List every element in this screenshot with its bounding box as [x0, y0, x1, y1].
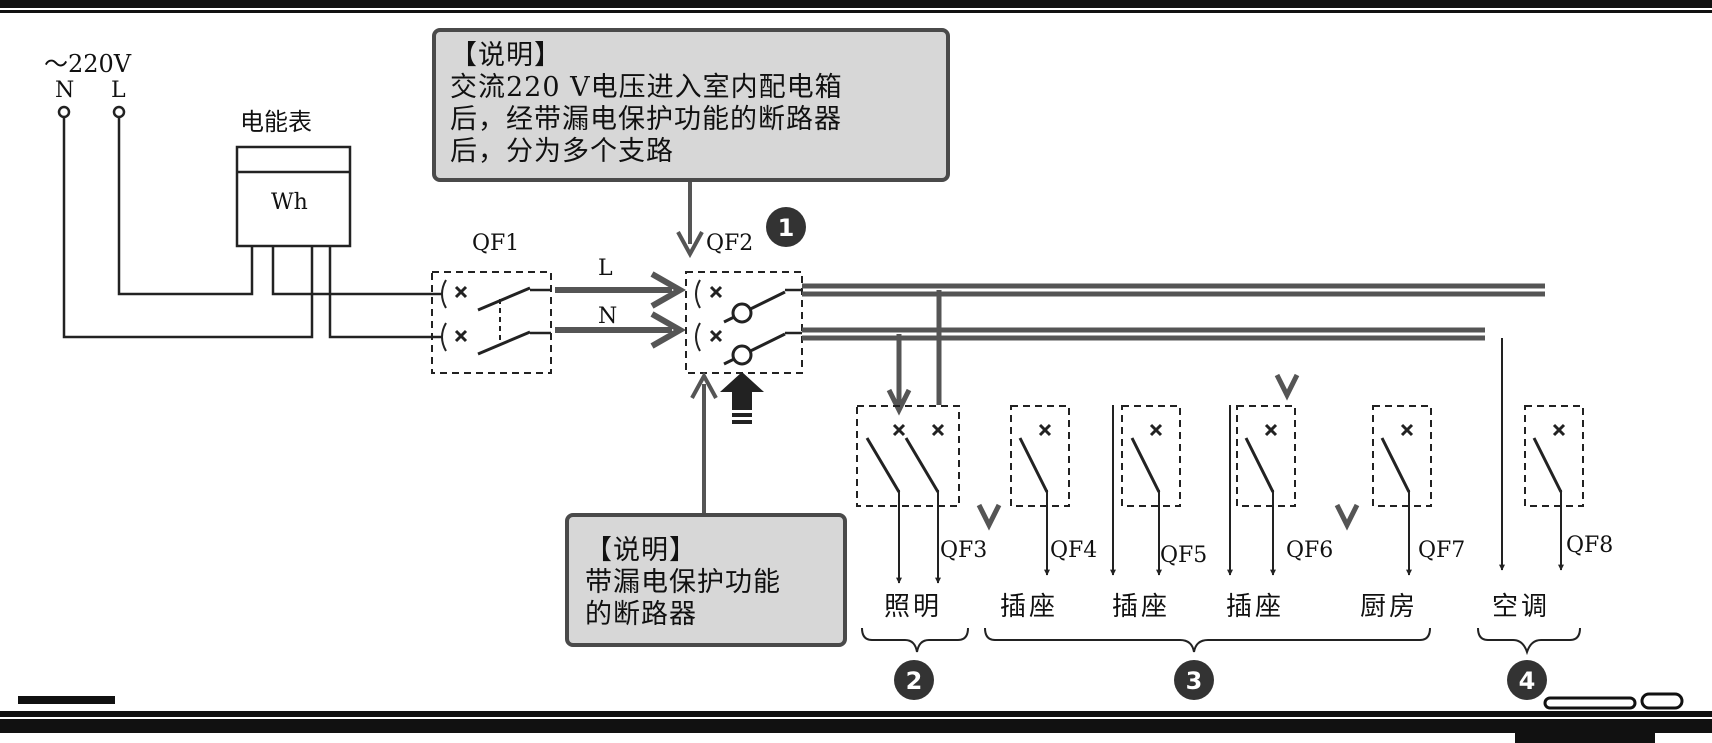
- note-top: 【说明】 交流220 V电压进入室内配电箱 后，经带漏电保护功能的断路器 后，分…: [432, 28, 950, 182]
- qf4-label: QF4: [1050, 538, 1098, 563]
- branch-breakers: [856, 405, 1584, 507]
- qf2-switch: [685, 271, 803, 374]
- circuit-socket-1: 插座: [1000, 592, 1059, 622]
- note-bottom-heading: 【说明】: [585, 535, 697, 566]
- bus-bars: [802, 283, 1545, 405]
- circuit-ac: 空调: [1492, 592, 1551, 622]
- supply-voltage-label: ～220V: [44, 50, 132, 78]
- test-button-icon: [720, 372, 764, 424]
- circuit-socket-3: 插座: [1226, 592, 1285, 622]
- qf1-switch: [427, 271, 552, 374]
- qf7-label: QF7: [1418, 538, 1466, 563]
- group-braces: [861, 627, 1581, 656]
- note-bottom-line-2: 的断路器: [585, 599, 697, 630]
- note-bottom: 【说明】 带漏电保护功能 的断路器: [565, 513, 847, 647]
- badge-3: 3: [1186, 667, 1203, 695]
- qf3-label: QF3: [940, 538, 988, 563]
- wire-n-label: N: [598, 304, 618, 329]
- circuit-kitchen: 厨房: [1360, 592, 1419, 622]
- note-top-line-3: 后，分为多个支路: [450, 136, 674, 167]
- badge-1: 1: [778, 214, 795, 242]
- note-top-heading: 【说明】: [450, 40, 562, 71]
- supply-wiring: [57, 105, 427, 339]
- qf8-label: QF8: [1566, 533, 1614, 558]
- meter-title: 电能表: [240, 108, 312, 136]
- circuit-socket-2: 插座: [1112, 592, 1171, 622]
- badge-4: 4: [1519, 667, 1536, 695]
- energy-meter: [235, 145, 352, 248]
- qf6-label: QF6: [1286, 538, 1334, 563]
- qf2-label: QF2: [706, 231, 754, 256]
- circuit-lighting: 照明: [884, 592, 943, 622]
- note-bottom-line-1: 带漏电保护功能: [585, 567, 781, 598]
- bus-arrowheads: [886, 373, 1360, 531]
- supply-n-label: N: [55, 78, 75, 103]
- meter-unit: Wh: [271, 190, 308, 215]
- note-pointers: [676, 182, 718, 513]
- supply-l-label: L: [111, 78, 126, 103]
- qf5-label: QF5: [1160, 543, 1208, 568]
- note-top-line-2: 后，经带漏电保护功能的断路器: [450, 104, 842, 135]
- badge-2: 2: [906, 667, 923, 695]
- note-top-line-1: 交流220 V电压进入室内配电箱: [450, 72, 843, 103]
- feed-arrows: [555, 271, 687, 349]
- badge-circles: [766, 207, 1547, 700]
- wire-l-label: L: [598, 256, 613, 281]
- output-wires: [896, 338, 1564, 584]
- qf1-label: QF1: [472, 231, 520, 256]
